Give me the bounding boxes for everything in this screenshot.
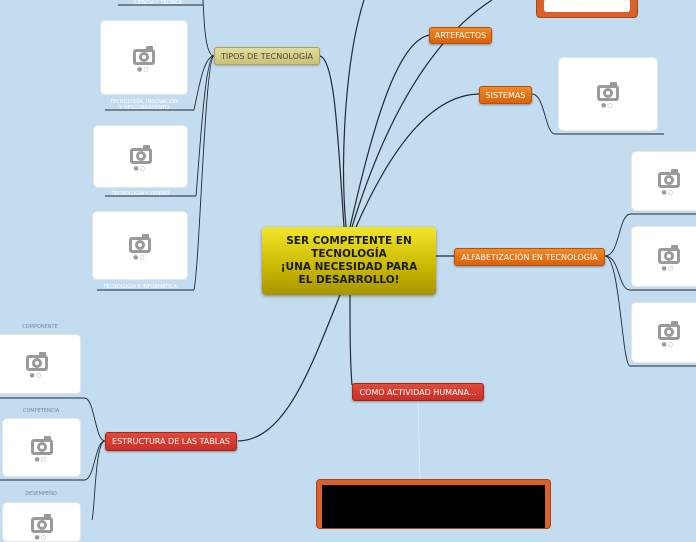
branch-label: SISTEMAS	[485, 90, 526, 100]
central-topic-line-3: ¡UNA NECESIDAD PARA	[280, 261, 418, 273]
image-placeholder[interactable]: ●○	[631, 226, 696, 287]
image-caption: COMPETENCIA	[22, 408, 60, 414]
branch-alfabetizacion-en-tecnologia[interactable]: ALFABETIZACIÓN EN TECNOLOGÍA	[454, 248, 605, 266]
video-frame[interactable]	[316, 479, 551, 529]
image-caption: COMPONENTE	[22, 324, 58, 330]
image-caption: TECNOLOGÍA Y DISEÑO	[111, 191, 170, 197]
camera-icon: ●○	[24, 351, 50, 379]
image-caption: TECNOLOGÍA, INNOVACIÓN Y DESCUBRIMIENTO	[100, 99, 188, 111]
image-placeholder[interactable]: ●○	[2, 502, 81, 542]
central-topic-line-2: TECNOLOGÍA	[311, 248, 387, 260]
branch-label: ARTEFACTOS	[434, 31, 487, 40]
image-placeholder[interactable]: ●○	[100, 20, 188, 95]
image-placeholder[interactable]: ●○	[631, 302, 696, 363]
camera-icon: ●○	[656, 320, 682, 347]
image-caption-line-1: TECNOLOGÍA, INNOVACIÓN	[110, 99, 178, 105]
image-placeholder[interactable]: ●○	[2, 418, 81, 477]
camera-icon: ●○	[656, 168, 682, 196]
connector-lines	[0, 0, 696, 520]
camera-icon: ●○	[128, 144, 154, 171]
image-caption: CIENCIA Y TÉCNICA	[133, 0, 183, 6]
image-placeholder[interactable]: ●○	[0, 334, 81, 394]
branch-label: ALFABETIZACIÓN EN TECNOLOGÍA	[461, 252, 598, 262]
branch-label: COMO ACTIVIDAD HUMANA...	[359, 387, 477, 397]
video-player[interactable]	[322, 485, 545, 528]
central-topic-line-1: SER COMPETENTE EN	[286, 235, 412, 247]
branch-tipos-de-tecnologia[interactable]: TIPOS DE TECNOLOGÍA	[214, 47, 320, 65]
image-placeholder[interactable]: ●○	[631, 151, 696, 211]
branch-artefactos[interactable]: ARTEFACTOS	[429, 27, 492, 44]
branch-como-actividad-humana[interactable]: COMO ACTIVIDAD HUMANA...	[352, 383, 484, 401]
image-caption-line-2: Y DESCUBRIMIENTO	[118, 105, 170, 111]
image-caption: DESEMPEÑO	[25, 491, 57, 497]
image-placeholder[interactable]: ●○	[92, 211, 188, 280]
camera-icon: ●○	[29, 435, 55, 462]
central-topic[interactable]: SER COMPETENTE EN TECNOLOGÍA ¡UNA NECESI…	[262, 227, 436, 295]
camera-icon: ●○	[595, 81, 621, 109]
artefactos-image-frame[interactable]	[536, 0, 638, 18]
camera-icon: ●○	[127, 233, 153, 260]
camera-icon: ●○	[656, 244, 682, 271]
image-placeholder[interactable]: ●○	[93, 125, 188, 188]
branch-estructura-de-las-tablas[interactable]: ESTRUCTURA DE LAS TABLAS	[105, 432, 237, 451]
image-placeholder[interactable]: ●○	[558, 57, 658, 131]
image-caption: TECNOLOGÍA E INFORMÁTICA	[103, 284, 177, 290]
camera-icon: ●○	[131, 45, 157, 72]
artefactos-image	[544, 0, 630, 12]
branch-sistemas[interactable]: SISTEMAS	[479, 86, 532, 104]
branch-label: ESTRUCTURA DE LAS TABLAS	[112, 437, 230, 446]
camera-icon: ●○	[29, 513, 55, 541]
central-topic-line-4: EL DESARROLLO!	[298, 274, 400, 286]
branch-label: TIPOS DE TECNOLOGÍA	[220, 51, 314, 61]
